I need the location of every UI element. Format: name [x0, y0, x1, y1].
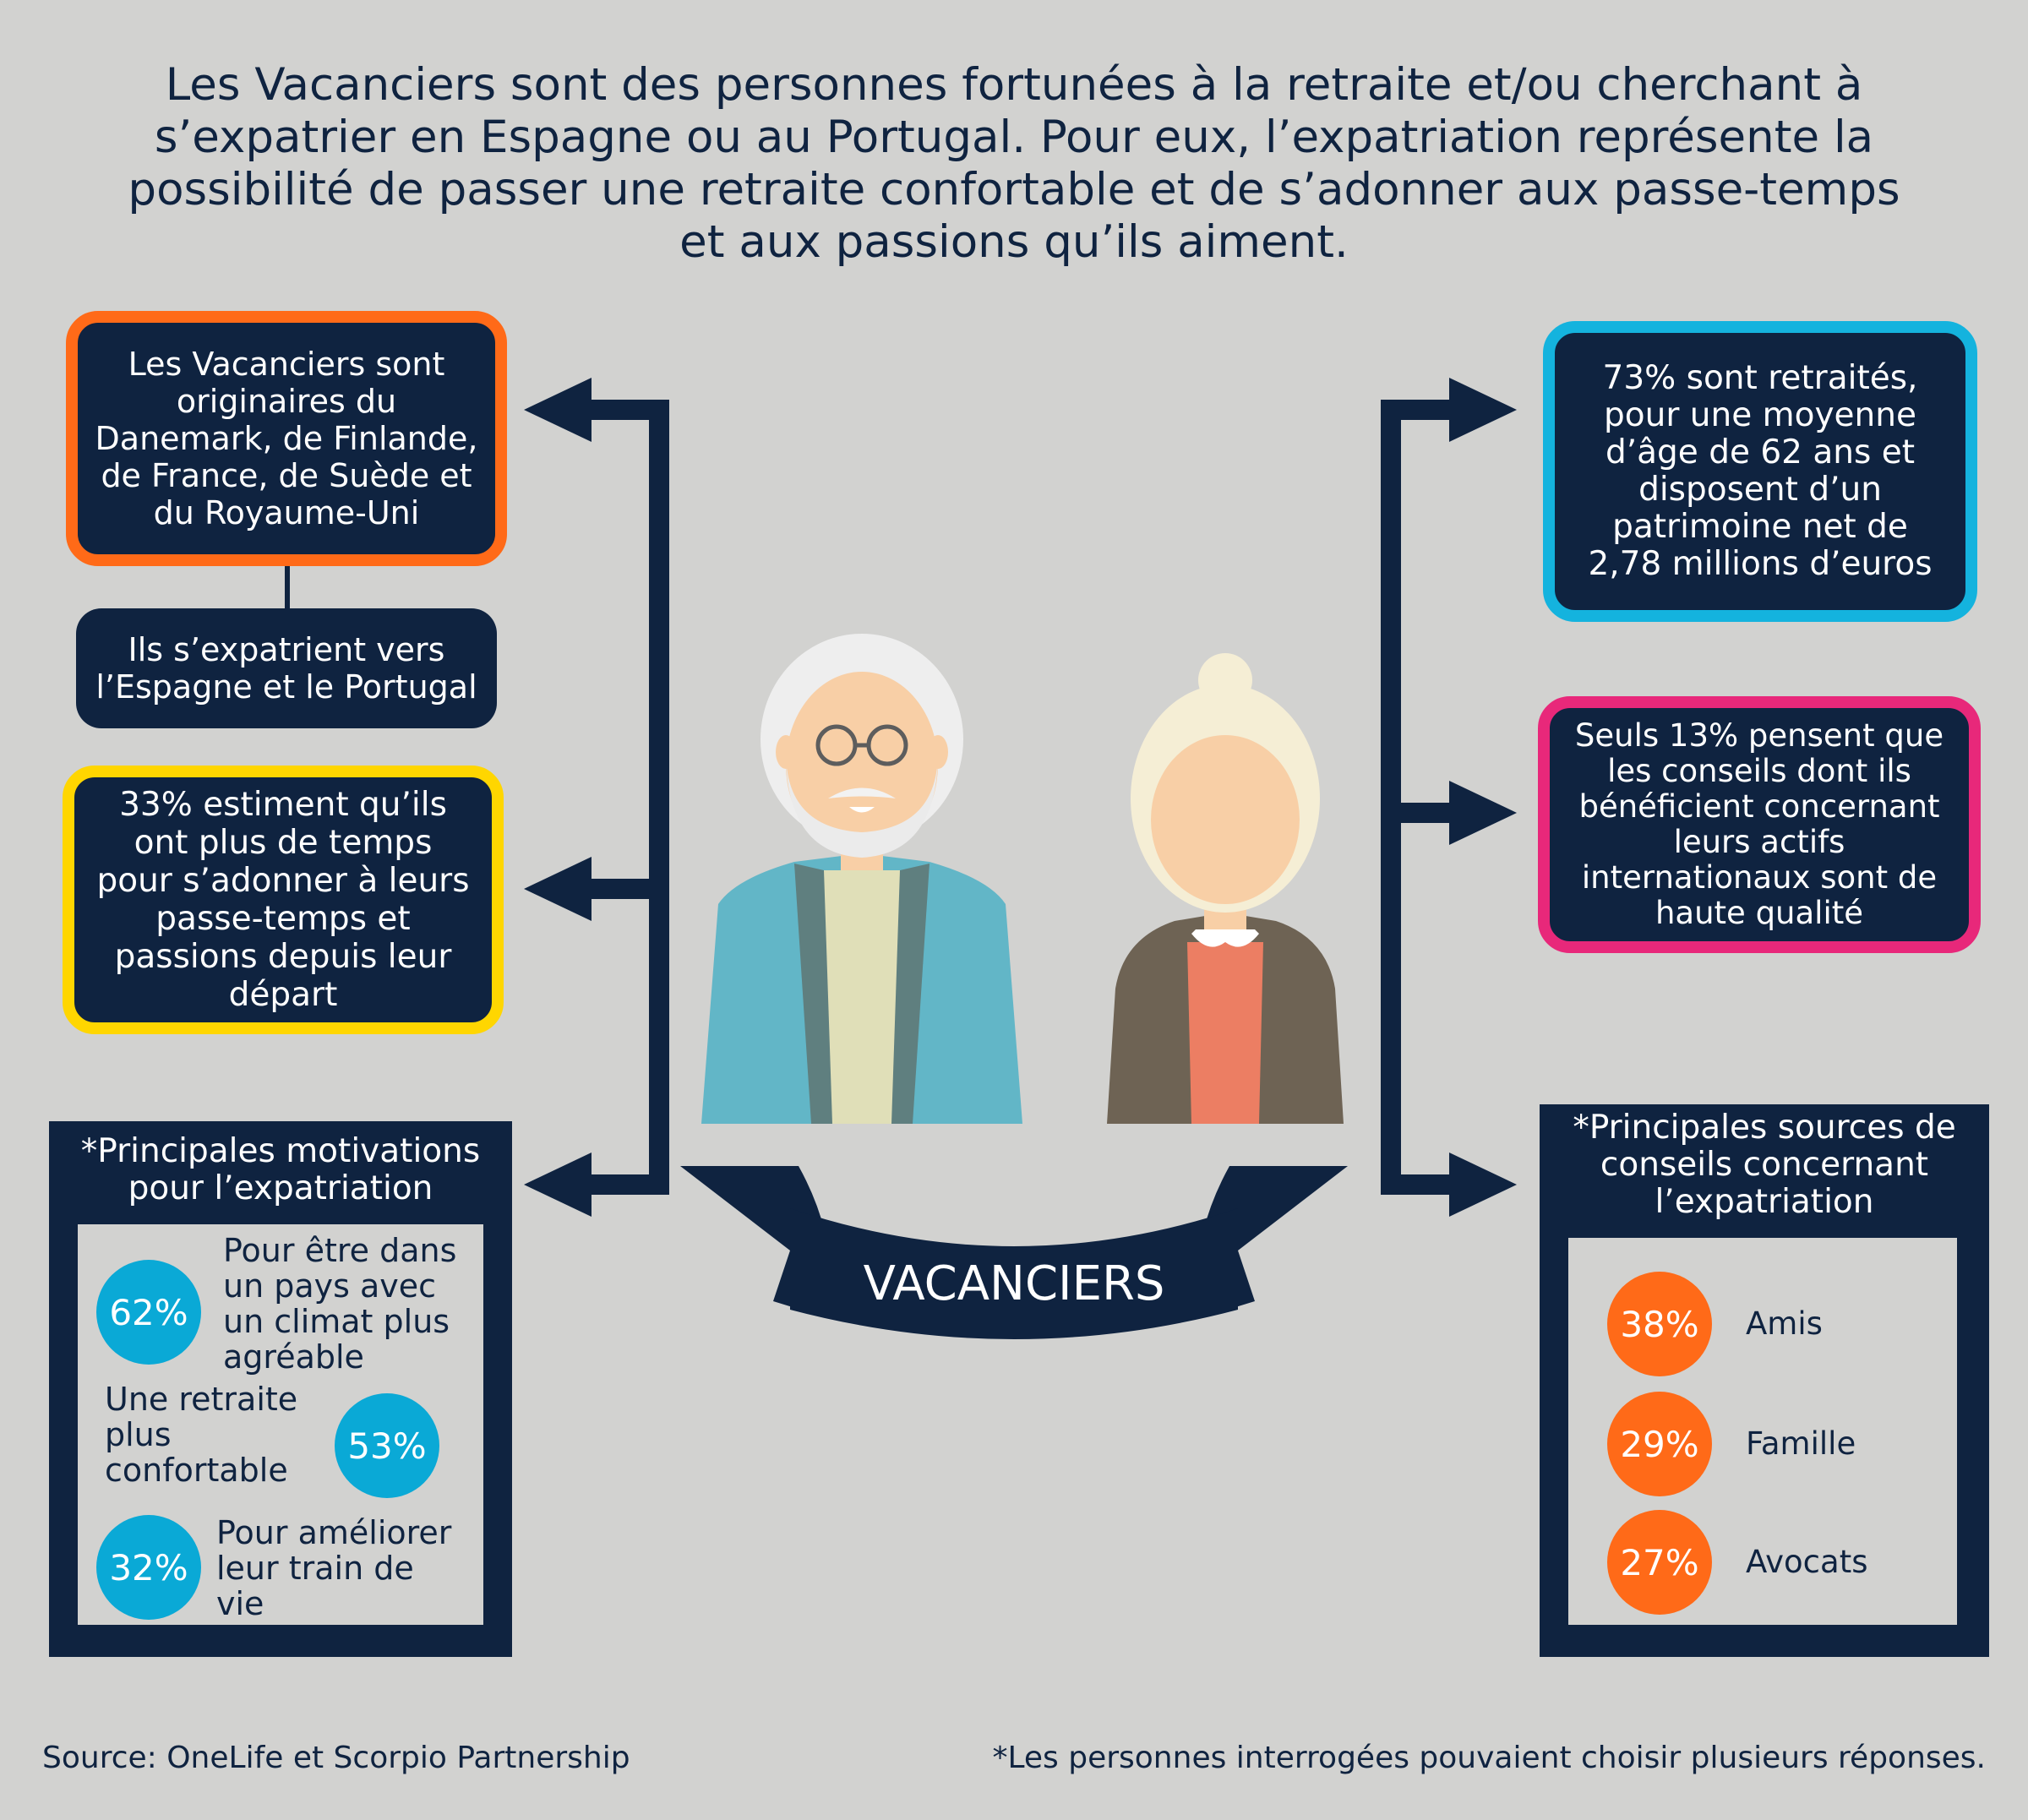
source-text: Source: OneLife et Scorpio Partnership — [42, 1741, 630, 1775]
source-label: Avocats — [1746, 1544, 1868, 1580]
arrow-right-icon — [1381, 781, 1517, 845]
stat-circle: 53% — [335, 1393, 439, 1498]
sources-title: *Principales sources de conseils concern… — [1573, 1109, 1956, 1221]
stat-circle: 32% — [96, 1515, 201, 1620]
arrow-left-icon — [524, 378, 669, 442]
stat-circle: 29% — [1607, 1392, 1712, 1496]
stat-label: Pour être dans un pays avec un climat pl… — [223, 1232, 457, 1376]
stat-circle: 62% — [96, 1260, 201, 1365]
stat-circle: 27% — [1607, 1510, 1712, 1615]
retired-box: 73% sont retraités, pour une moyenne d’â… — [1543, 321, 1977, 622]
arrow-right-icon — [1381, 378, 1517, 442]
sources-panel: *Principales sources de conseils concern… — [1540, 1104, 1989, 1657]
sources-list: 38% Amis 29% Famille 27% Avocats — [1568, 1238, 1957, 1625]
stat-circle: 38% — [1607, 1272, 1712, 1376]
motivations-panel: *Principales motivations pour l’expatria… — [49, 1121, 512, 1657]
arrow-right-icon — [1381, 1152, 1517, 1217]
arrow-left-icon — [524, 1152, 669, 1217]
origin-box: Les Vacanciers sont originaires du Danem… — [66, 311, 507, 566]
banner-label: VACANCIERS — [863, 1256, 1165, 1311]
elderly-man-icon — [701, 634, 1022, 1124]
destination-box: Ils s’expatrient vers l’Espagne et le Po… — [76, 608, 497, 728]
arrow-left-icon — [524, 857, 669, 921]
ribbon-banner-icon — [680, 1166, 1348, 1339]
advice-box: Seuls 13% pensent que les conseils dont … — [1538, 696, 1981, 953]
time-box: 33% estiment qu’ils ont plus de temps po… — [63, 766, 504, 1034]
elderly-woman-icon — [1107, 653, 1344, 1124]
footnote-text: *Les personnes interrogées pouvaient cho… — [992, 1741, 1986, 1775]
stat-label: Une retraite plus confortable — [105, 1381, 298, 1489]
intro-text: Les Vacanciers sont des personnes fortun… — [128, 59, 1900, 268]
source-label: Famille — [1746, 1425, 1856, 1462]
motivations-list: 62% Pour être dans un pays avec un clima… — [78, 1224, 483, 1625]
stat-label: Pour améliorer leur train de vie — [216, 1514, 452, 1622]
source-label: Amis — [1746, 1305, 1823, 1342]
motivations-title: *Principales motivations pour l’expatria… — [80, 1132, 481, 1207]
